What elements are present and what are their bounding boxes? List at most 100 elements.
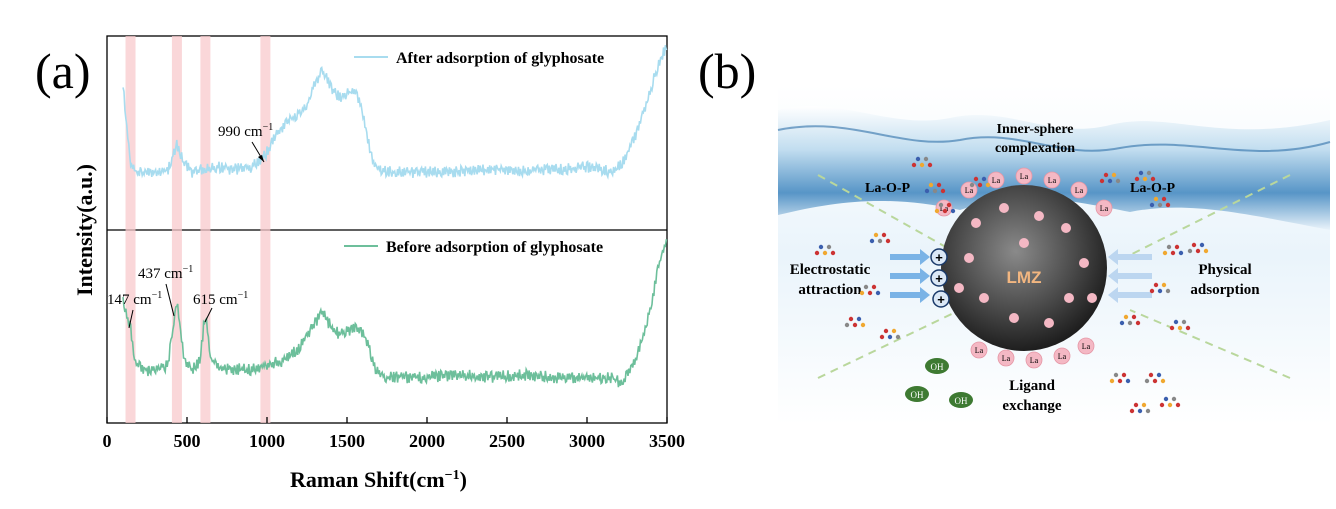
complexation-label: complexation (995, 141, 1075, 156)
la-badge: La (1043, 171, 1061, 189)
ligand-label: Ligand (1009, 378, 1056, 394)
glyphosate-molecule (1119, 314, 1141, 326)
series-line-before (122, 239, 668, 388)
panel-label-a: (a) (35, 43, 91, 99)
x-axis-ticks: 0 500 1000 1500 2000 2500 3000 3500 (103, 417, 685, 451)
la-badge: La (1015, 167, 1033, 185)
svg-text:La: La (975, 346, 984, 355)
highlight-band-615 (200, 36, 211, 423)
x-tick-label: 0 (103, 431, 112, 451)
exchange-label: exchange (1002, 398, 1062, 414)
x-tick-label: 3000 (569, 431, 605, 451)
svg-text:La: La (1020, 172, 1029, 181)
y-axis-label: Intensity(a.u.) (72, 164, 97, 296)
x-tick-label: 3500 (649, 431, 685, 451)
svg-text:La: La (1002, 354, 1011, 363)
svg-text:+: + (937, 292, 945, 307)
glyphosate-molecule (1109, 372, 1131, 384)
la-badge: La (997, 349, 1015, 367)
x-tick-label: 1500 (329, 431, 365, 451)
svg-text:La: La (940, 204, 949, 213)
la-badge: La (935, 199, 953, 217)
glyphosate-molecule (911, 156, 933, 168)
annotation-437: 437 cm−1 (138, 264, 193, 317)
glyphosate-molecule (1129, 402, 1151, 414)
highlight-band-147 (125, 36, 136, 423)
highlight-band-437 (171, 36, 182, 423)
svg-text:La: La (965, 186, 974, 195)
svg-text:La: La (1058, 352, 1067, 361)
surface-site-dot (954, 283, 964, 293)
surface-site-dot (971, 218, 981, 228)
x-tick-label: 1000 (249, 431, 285, 451)
glyphosate-molecule (1149, 282, 1171, 294)
inner-sphere-label: Inner-sphere (997, 122, 1074, 137)
surface-site-dot (1034, 211, 1044, 221)
la-badge: La (970, 341, 988, 359)
la-badge: La (1053, 347, 1071, 365)
x-tick-label: 500 (174, 431, 201, 451)
svg-text:990 cm−1: 990 cm−1 (218, 122, 273, 140)
physical-label: Physical (1198, 262, 1251, 278)
physical-adsorption-arrows (1108, 249, 1152, 303)
surface-site-dot (1044, 318, 1054, 328)
annotation-990: 990 cm−1 (218, 122, 273, 163)
svg-text:La: La (1030, 356, 1039, 365)
glyphosate-molecule (1134, 170, 1156, 182)
svg-text:La: La (1048, 176, 1057, 185)
surface-site-dot (999, 203, 1009, 213)
surface-sites (954, 203, 1097, 328)
adsorption-label: adsorption (1190, 282, 1260, 298)
surface-site-dot (1079, 258, 1089, 268)
lmz-label: LMZ (1007, 268, 1042, 287)
legend-label-before: Before adsorption of glyphosate (386, 239, 603, 256)
divider-lower-left (817, 309, 961, 379)
glyphosate-molecule (1099, 172, 1121, 184)
legend-label-after: After adsorption of glyphosate (396, 50, 604, 67)
x-tick-label: 2000 (409, 431, 445, 451)
annotation-147: 147 cm−1 (107, 290, 162, 329)
annotation-615: 615 cm−1 (193, 290, 248, 323)
svg-text:OH: OH (955, 396, 968, 406)
svg-text:+: + (935, 250, 943, 265)
svg-text:La: La (1082, 342, 1091, 351)
glyphosate-molecule (879, 328, 901, 340)
glyphosate-molecules (814, 156, 1209, 414)
svg-text:147 cm−1: 147 cm−1 (107, 290, 162, 308)
divider-lower-right (1129, 309, 1291, 379)
glyphosate-molecule (1159, 396, 1181, 408)
glyphosate-molecule (869, 232, 891, 244)
surface-site-dot (979, 293, 989, 303)
svg-text:OH: OH (911, 390, 924, 400)
bond-label-left: La-O-P (865, 181, 911, 196)
surface-site-dot (1009, 313, 1019, 323)
glyphosate-molecule (924, 182, 946, 194)
wave-line (777, 125, 1331, 152)
glyphosate-molecule (1149, 196, 1171, 208)
la-badge: La (960, 181, 978, 199)
hydroxide-ions: OH OH OH (905, 358, 973, 408)
glyphosate-molecule (814, 244, 836, 256)
surface-site-dot (1087, 293, 1097, 303)
legend-after: After adsorption of glyphosate (354, 50, 604, 67)
la-badge: La (1070, 181, 1088, 199)
glyphosate-molecule (1169, 319, 1191, 331)
svg-text:La: La (1100, 204, 1109, 213)
la-badge: La (1077, 337, 1095, 355)
svg-text:OH: OH (931, 362, 944, 372)
highlight-band-990 (260, 36, 271, 423)
highlight-bands (125, 36, 271, 423)
raman-figure: (a) 0 500 1000 1500 2000 2500 3000 3500 After a… (35, 35, 685, 492)
panel-label-b: (b) (698, 43, 756, 99)
glyphosate-molecule (844, 316, 866, 328)
glyphosate-molecule (934, 202, 956, 214)
glyphosate-molecule (969, 176, 991, 188)
attraction-label: attraction (798, 282, 862, 298)
la-badge: La (987, 171, 1005, 189)
surface-site-dot (964, 253, 974, 263)
bond-label-right: La-O-P (1130, 181, 1176, 196)
x-tick-label: 2500 (489, 431, 525, 451)
surface-site-dot (1064, 293, 1074, 303)
